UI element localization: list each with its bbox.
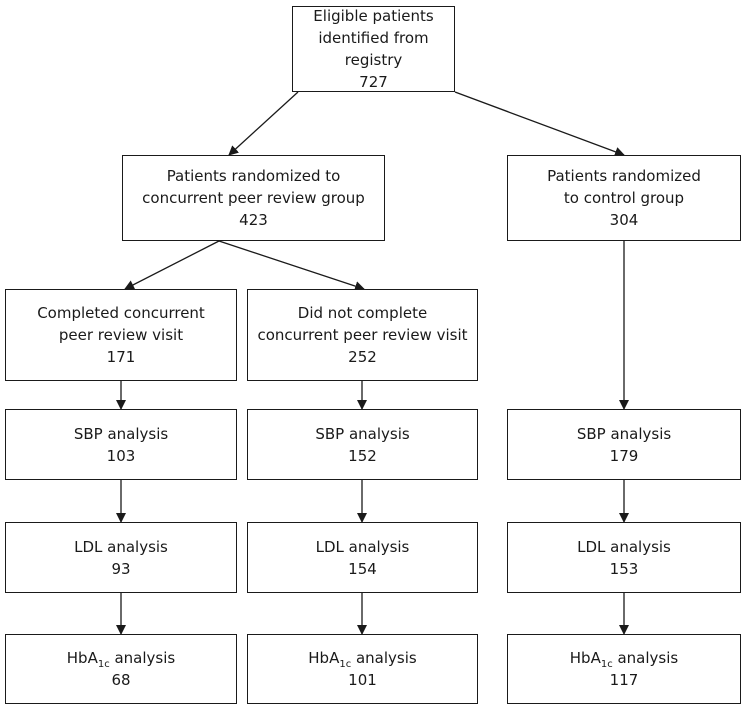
peer-review-group-box: Patients randomized to concurrent peer r… [122,155,385,241]
box-label-line2: peer review visit [58,326,184,344]
box-count: 153 [609,559,639,578]
control-group-box: Patients randomized to control group 304 [507,155,741,241]
box-label: SBP analysis [315,424,410,443]
label-main: HbA [308,649,340,667]
box-count: 68 [111,671,131,689]
label-subscript: 1c [97,659,110,670]
box-label: LDL analysis [74,537,168,556]
arrow-eligible-to-peer [228,91,299,156]
box-count: 423 [239,211,268,229]
box-count: 171 [106,348,136,366]
hba1c-analysis-not-completed-box: HbA1c analysis 101 [247,634,478,704]
box-label-line2: identified from registry [318,29,429,69]
box-count: 101 [348,671,377,689]
box-label-line1: Eligible patients [313,7,434,25]
box-label-line2: to control group [563,189,685,207]
box-label-line1: Did not complete [297,304,428,322]
eligible-patients-box: Eligible patients identified from regist… [292,6,455,92]
box-label-line1: Patients randomized [547,167,701,185]
sbp-analysis-completed-box: SBP analysis 103 [5,409,237,480]
box-label: SBP analysis [73,424,169,443]
ldl-analysis-control-box: LDL analysis 153 [507,522,741,593]
box-label-line1: Patients randomized to [166,167,341,185]
box-count: 93 [111,559,131,578]
box-count: 154 [348,559,377,578]
box-label: HbA1c analysis [569,647,679,670]
label-main: HbA [569,649,601,667]
label-main: HbA [66,649,98,667]
box-count: 103 [106,446,136,465]
box-label: LDL analysis [577,537,671,556]
box-label: HbA1c analysis [66,647,176,670]
box-label: HbA1c analysis [308,647,417,670]
box-count: 179 [609,446,639,465]
sbp-analysis-not-completed-box: SBP analysis 152 [247,409,478,480]
completed-visit-box: Completed concurrent peer review visit 1… [5,289,237,381]
box-label-line1: Completed concurrent [37,304,205,322]
box-count: 152 [348,446,377,465]
box-label: LDL analysis [315,537,410,556]
not-completed-visit-box: Did not complete concurrent peer review … [247,289,478,381]
label-rest: analysis [612,649,679,667]
box-count: 252 [348,348,377,366]
arrow-eligible-to-control [454,91,625,157]
box-label: SBP analysis [576,424,672,443]
ldl-analysis-completed-box: LDL analysis 93 [5,522,237,593]
label-subscript: 1c [600,659,613,670]
box-count: 304 [609,211,639,229]
box-count: 117 [609,671,639,689]
sbp-analysis-control-box: SBP analysis 179 [507,409,741,480]
box-label-line2: concurrent peer review group [142,189,365,207]
box-count: 727 [359,73,388,91]
box-label-line2: concurrent peer review visit [257,326,468,344]
label-rest: analysis [109,649,176,667]
label-rest: analysis [351,649,417,667]
arrow-peer-to-not-completed [218,240,365,291]
ldl-analysis-not-completed-box: LDL analysis 154 [247,522,478,593]
hba1c-analysis-control-box: HbA1c analysis 117 [507,634,741,704]
arrow-peer-to-completed [124,240,220,290]
hba1c-analysis-completed-box: HbA1c analysis 68 [5,634,237,704]
label-subscript: 1c [339,659,352,670]
